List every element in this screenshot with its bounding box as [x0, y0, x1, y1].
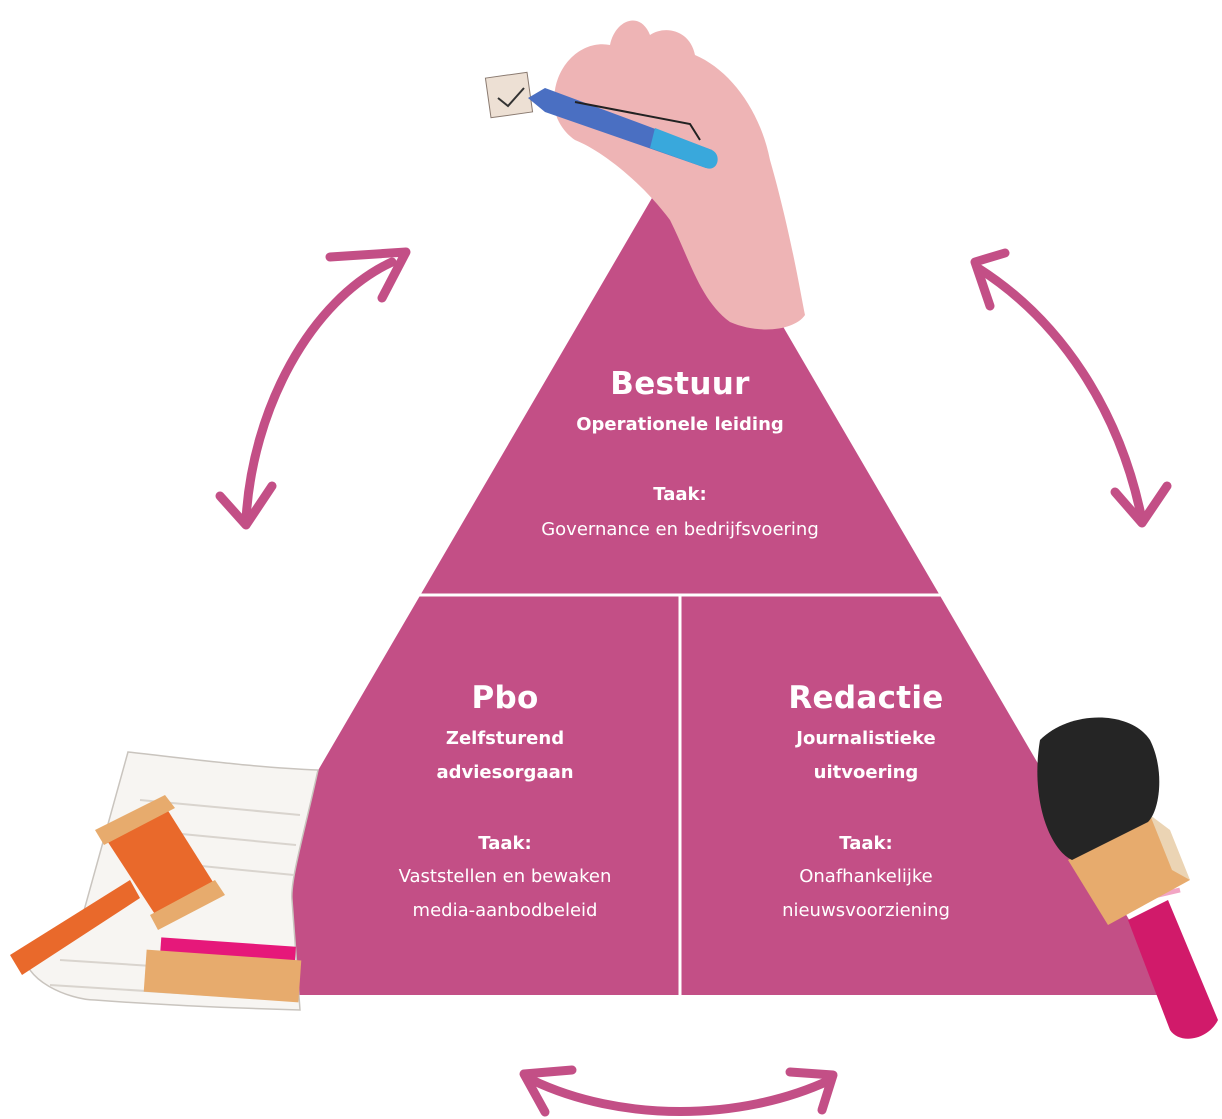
redactie-subtitle-line-1: Journalistieke — [796, 728, 936, 749]
redactie-task-line-1: Onafhankelijke — [799, 866, 933, 887]
bestuur-title: Bestuur — [610, 366, 750, 402]
pbo-task-line-1: Vaststellen en bewaken — [398, 866, 612, 887]
pbo-task-line-2: media-aanbodbeleid — [412, 900, 598, 921]
redactie-title: Redactie — [788, 680, 944, 716]
redactie-task-label: Taak: — [839, 833, 893, 854]
double-headed-arrow-icon — [215, 247, 411, 530]
bestuur-task: Governance en bedrijfsvoering — [541, 519, 819, 540]
double-headed-arrow-icon — [970, 248, 1172, 528]
pbo-subtitle-line-2: adviesorgaan — [436, 762, 574, 783]
microphone-icon — [1037, 717, 1218, 1039]
pbo-title: Pbo — [471, 680, 539, 716]
gavel-and-document-icon — [10, 751, 319, 1011]
bestuur-task-label: Taak: — [653, 484, 707, 505]
triangle-shape — [187, 150, 1173, 995]
hand-with-pen-icon — [484, 20, 805, 330]
pbo-subtitle-line-1: Zelfsturend — [445, 728, 565, 749]
redactie-task-line-2: nieuwsvoorziening — [782, 900, 950, 921]
pbo-task-label: Taak: — [478, 833, 532, 854]
double-headed-arrow-icon — [519, 1065, 838, 1117]
bestuur-subtitle: Operationele leiding — [576, 414, 784, 435]
redactie-subtitle-line-2: uitvoering — [813, 762, 919, 783]
